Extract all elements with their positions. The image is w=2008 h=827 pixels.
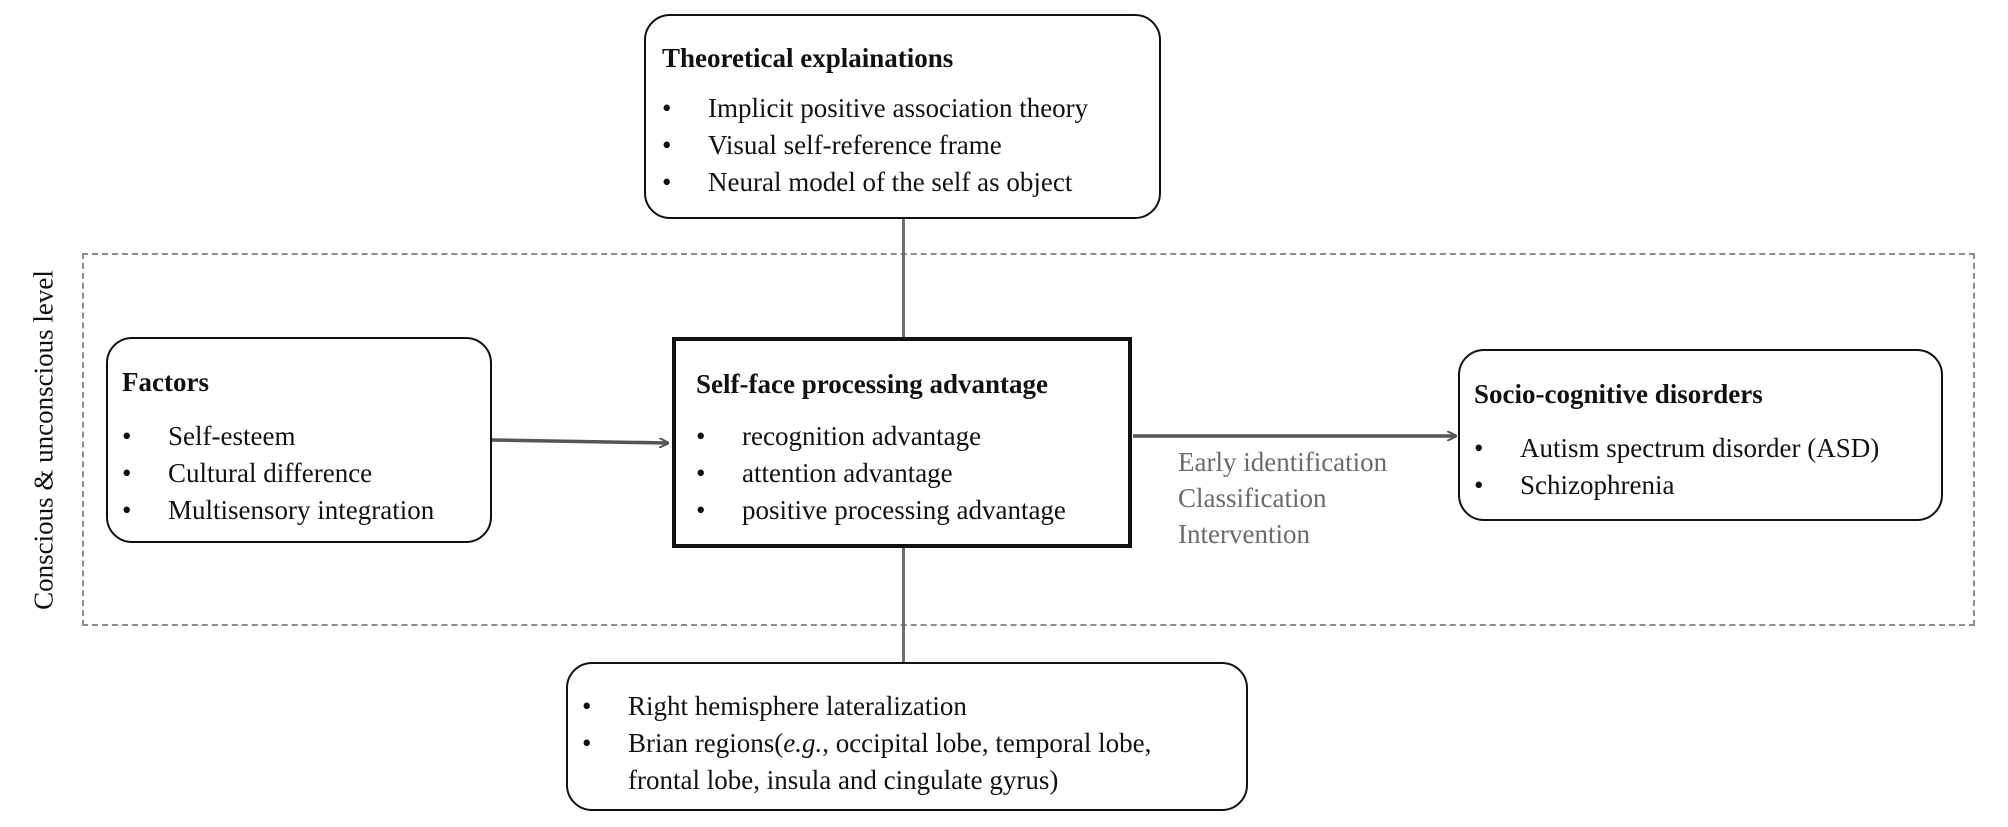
neural-box: Right hemisphere lateralization Brian re…: [566, 662, 1248, 811]
theory-connector: [902, 219, 905, 338]
application-label: Classification: [1178, 483, 1327, 513]
factors-title: Factors: [122, 367, 209, 397]
neural-item-eg: e.g.: [783, 728, 823, 758]
disorders-list: Autism spectrum disorder (ASD) Schizophr…: [1474, 430, 1879, 504]
application-label: Intervention: [1178, 519, 1310, 549]
factors-list: Self-esteem Cultural difference Multisen…: [122, 418, 434, 529]
neural-item: Right hemisphere lateralization: [582, 688, 1151, 725]
center-item: positive processing advantage: [696, 492, 1066, 529]
neural-item-line2: frontal lobe, insula and cingulate gyrus…: [628, 765, 1059, 795]
factors-item: Cultural difference: [122, 455, 434, 492]
disorders-item: Autism spectrum disorder (ASD): [1474, 430, 1879, 467]
neural-item: Brian regions(e.g., occipital lobe, temp…: [582, 725, 1151, 799]
factors-item: Self-esteem: [122, 418, 434, 455]
theory-item: Neural model of the self as object: [662, 164, 1088, 201]
theory-box: Theoretical explainations Implicit posit…: [644, 14, 1161, 219]
factors-arrow: [491, 440, 668, 443]
application-labels: Early identification Classification Inte…: [1178, 444, 1387, 552]
theory-item: Visual self-reference frame: [662, 127, 1088, 164]
neural-item-text: Right hemisphere lateralization: [628, 691, 967, 721]
level-frame: [82, 253, 1975, 626]
theory-item: Implicit positive association theory: [662, 90, 1088, 127]
disorders-item: Schizophrenia: [1474, 467, 1879, 504]
theory-title: Theoretical explainations: [662, 43, 954, 73]
disorders-title: Socio-cognitive disorders: [1474, 379, 1763, 409]
center-box: Self-face processing advantage recogniti…: [672, 337, 1132, 548]
neural-item-rest: , occipital lobe, temporal lobe,: [822, 728, 1152, 758]
factors-box: Factors Self-esteem Cultural difference …: [106, 337, 492, 543]
center-title: Self-face processing advantage: [696, 369, 1048, 399]
center-list: recognition advantage attention advantag…: [696, 418, 1066, 529]
neural-connector: [902, 547, 905, 663]
factors-item: Multisensory integration: [122, 492, 434, 529]
center-item: recognition advantage: [696, 418, 1066, 455]
center-item: attention advantage: [696, 455, 1066, 492]
neural-list: Right hemisphere lateralization Brian re…: [582, 688, 1151, 799]
neural-item-prefix: Brian regions(: [628, 728, 784, 758]
disorders-box: Socio-cognitive disorders Autism spectru…: [1458, 349, 1943, 521]
application-label: Early identification: [1178, 447, 1388, 477]
theory-list: Implicit positive association theory Vis…: [662, 90, 1088, 201]
